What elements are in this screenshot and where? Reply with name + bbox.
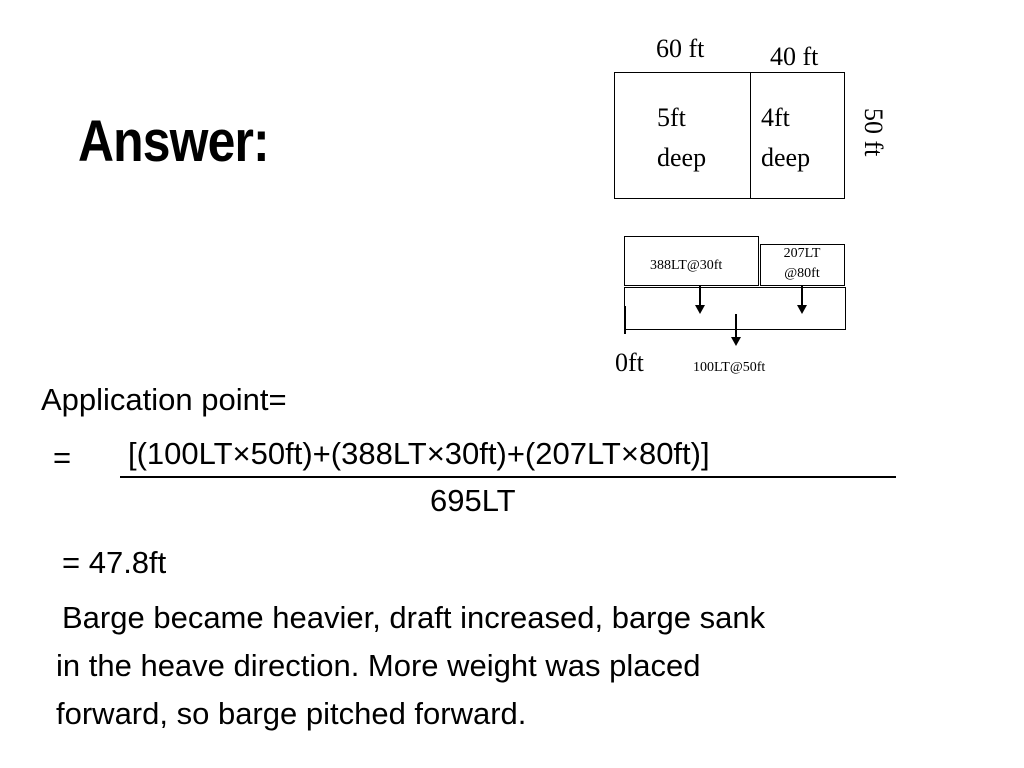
arrow-cargo-left-shaft: [699, 286, 701, 306]
cargo-right-label-line2: @80ft: [784, 266, 820, 281]
origin-label: 0ft: [615, 348, 644, 377]
conclusion-line-2: in the heave direction. More weight was …: [56, 648, 701, 683]
arrow-cargo-left-head: [695, 305, 705, 314]
calc-numerator: [(100LT×50ft)+(388LT×30ft)+(207LT×80ft)]: [128, 436, 710, 471]
dim-top-right-label: 40 ft: [770, 42, 819, 71]
dim-side-label: 50 ft: [859, 108, 888, 157]
dim-top-left-label: 60 ft: [656, 34, 705, 63]
calc-result: = 47.8ft: [62, 545, 167, 580]
arrow-cargo-right-shaft: [801, 286, 803, 306]
calc-heading: Application point=: [41, 382, 287, 417]
plan-compartment-right: [750, 72, 845, 199]
arrow-added-weight-shaft: [735, 314, 737, 338]
origin-tick: [624, 306, 626, 334]
right-compartment-depth: 4ft deep: [761, 103, 811, 172]
left-compartment-depth: 5ft deep: [657, 103, 707, 172]
slide-title: Answer:: [78, 109, 270, 174]
cargo-block-right: [760, 244, 845, 286]
arrow-added-weight-head: [731, 337, 741, 346]
added-weight-label: 100LT@50ft: [693, 360, 766, 375]
cargo-left-label: 388LT@30ft: [650, 258, 723, 273]
cargo-right-label-line1: 207LT: [783, 246, 821, 261]
arrow-cargo-right-head: [797, 305, 807, 314]
calc-denominator: 695LT: [430, 483, 516, 518]
conclusion-line-3: forward, so barge pitched forward.: [56, 696, 527, 731]
cargo-block-left: [624, 236, 759, 286]
conclusion-line-1: Barge became heavier, draft increased, b…: [62, 600, 766, 635]
fraction-bar: [120, 476, 896, 478]
calc-equals: =: [53, 440, 72, 475]
